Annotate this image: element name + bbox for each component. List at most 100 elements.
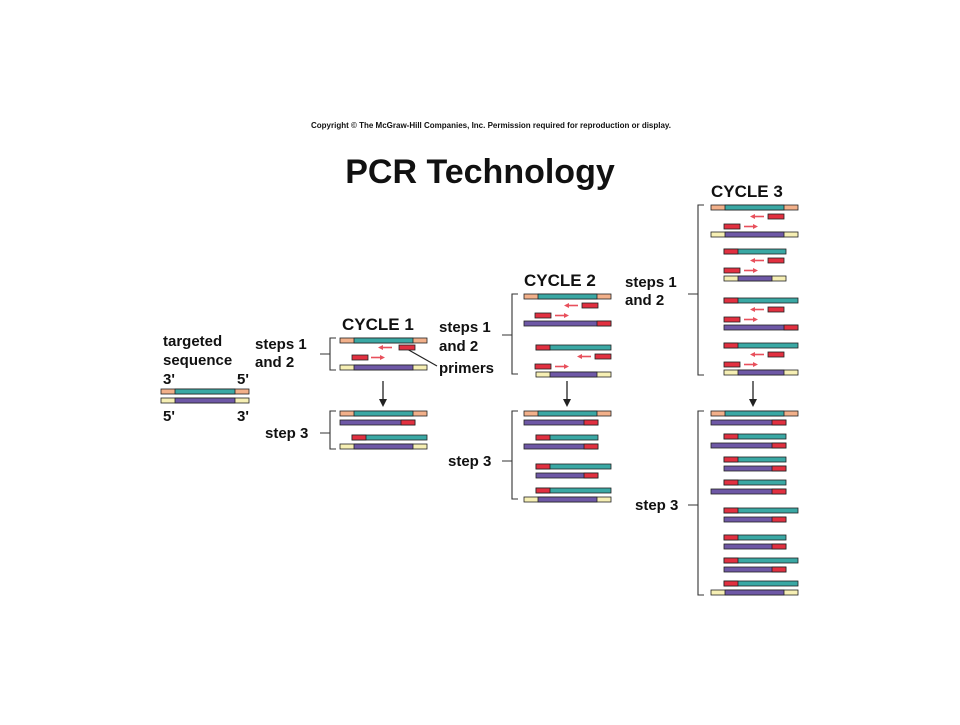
- primer: [783, 324, 799, 331]
- primer: [723, 456, 739, 463]
- dna-strands: [160, 204, 799, 596]
- primer: [767, 351, 785, 358]
- primer-extension-arrow: [371, 355, 385, 360]
- primer-extension-arrow: [744, 317, 758, 322]
- target-region: [724, 231, 785, 238]
- primer: [723, 433, 739, 440]
- end-label-top-left: 3': [163, 371, 175, 388]
- primers-label: primers: [439, 360, 494, 377]
- c3-step3-bracket: [688, 410, 704, 596]
- primer-extension-arrow: [577, 354, 591, 359]
- c2-steps-bracket: [502, 293, 518, 375]
- target-region: [353, 364, 414, 371]
- primer: [771, 543, 787, 550]
- primer-extension-arrow: [555, 313, 569, 318]
- primer: [581, 302, 599, 309]
- c3-down-arrow: [749, 381, 757, 407]
- primer-extension-arrow: [744, 224, 758, 229]
- target-region: [174, 397, 236, 404]
- c1-step3-label: step 3: [265, 425, 308, 442]
- target-region: [537, 410, 598, 417]
- primer-extension-arrow: [750, 258, 764, 263]
- primer: [767, 213, 785, 220]
- primer: [767, 257, 785, 264]
- targeted-label: targeted: [163, 333, 222, 350]
- primer: [771, 442, 787, 449]
- copyright-notice: Copyright © The McGraw-Hill Companies, I…: [311, 121, 671, 130]
- primer: [723, 534, 739, 541]
- primer: [771, 465, 787, 472]
- primer: [351, 434, 367, 441]
- c1-down-arrow: [379, 381, 387, 407]
- primer: [351, 354, 369, 361]
- primer: [723, 297, 739, 304]
- primer: [723, 479, 739, 486]
- primer: [535, 344, 551, 351]
- target-region: [737, 275, 773, 282]
- c1-steps-bracket: [320, 337, 336, 371]
- target-region: [537, 293, 598, 300]
- page-title: PCR Technology: [345, 153, 615, 191]
- c3-steps-label-2: and 2: [625, 292, 664, 309]
- c3-steps-label: steps 1: [625, 274, 677, 291]
- target-region: [549, 371, 598, 378]
- c1-steps-label: steps 1: [255, 336, 307, 353]
- primer-extension-arrow: [564, 303, 578, 308]
- primer: [534, 363, 552, 370]
- primer: [723, 267, 741, 274]
- end-label-bottom-right: 3': [237, 408, 249, 425]
- end-label-bottom-left: 5': [163, 408, 175, 425]
- primer: [583, 443, 599, 450]
- sequence-label: sequence: [163, 352, 232, 369]
- c2-steps-label: steps 1: [439, 319, 491, 336]
- c3-step3-label: step 3: [635, 497, 678, 514]
- target-region: [174, 388, 236, 395]
- c2-step3-bracket: [502, 410, 518, 500]
- target-region: [737, 369, 785, 376]
- primer: [583, 419, 599, 426]
- primer-extension-arrow: [744, 268, 758, 273]
- primer: [398, 344, 416, 351]
- primer: [596, 320, 612, 327]
- primer: [723, 557, 739, 564]
- primer: [594, 353, 612, 360]
- primers-pointer: [406, 348, 438, 367]
- primer: [535, 463, 551, 470]
- end-label-top-right: 5': [237, 371, 249, 388]
- primer: [400, 419, 416, 426]
- primer-extension-arrow: [750, 214, 764, 219]
- target-region: [353, 410, 414, 417]
- primer: [723, 361, 741, 368]
- primer-extension-arrow: [750, 352, 764, 357]
- target-region: [537, 496, 598, 503]
- primer-extension-arrow: [744, 362, 758, 367]
- c1-step3-bracket: [320, 410, 336, 450]
- target-region: [724, 204, 785, 211]
- c2-down-arrow: [563, 381, 571, 407]
- primer: [583, 472, 599, 479]
- cycle-1-heading: CYCLE 1: [342, 315, 414, 334]
- primer-extension-arrow: [555, 364, 569, 369]
- c3-steps-bracket: [688, 204, 704, 376]
- c2-step3-label: step 3: [448, 453, 491, 470]
- primer-extension-arrow: [750, 307, 764, 312]
- target-region: [724, 410, 785, 417]
- primer: [723, 580, 739, 587]
- c2-steps-label-2: and 2: [439, 338, 478, 355]
- primer: [723, 223, 741, 230]
- target-region: [353, 337, 414, 344]
- primer: [723, 507, 739, 514]
- primer: [771, 566, 787, 573]
- cycle-2-heading: CYCLE 2: [524, 271, 596, 290]
- target-region: [724, 589, 785, 596]
- primer: [723, 342, 739, 349]
- primer: [534, 312, 552, 319]
- primer: [535, 434, 551, 441]
- target-region: [353, 443, 414, 450]
- cycle-3-heading: CYCLE 3: [711, 182, 783, 201]
- primer: [771, 419, 787, 426]
- primer: [535, 487, 551, 494]
- primer: [723, 248, 739, 255]
